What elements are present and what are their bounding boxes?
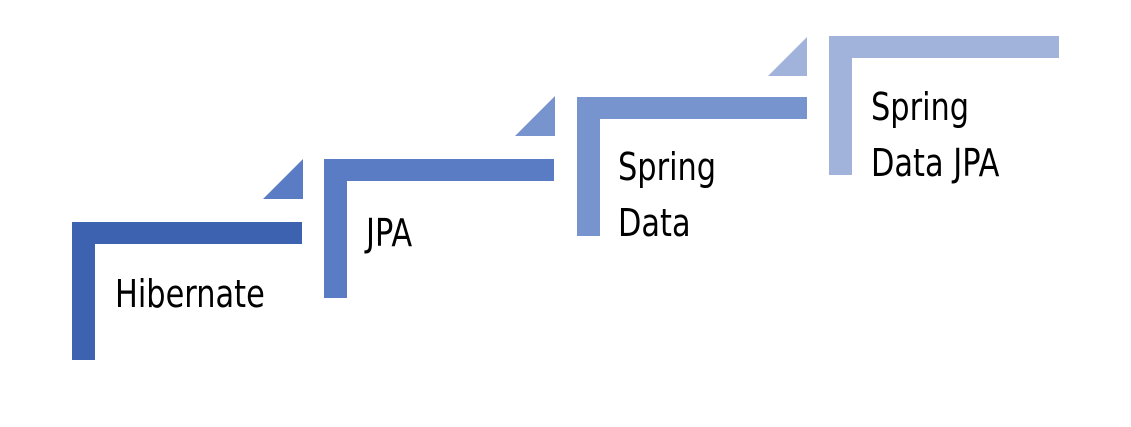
step-arrow-triangle [768,37,807,76]
step-bracket-vertical [324,159,347,298]
step-label: Hibernate [115,272,265,316]
step-bracket-vertical [829,36,852,175]
step-arrow-triangle [515,96,555,136]
step-bracket-horizontal [324,159,554,181]
step-bracket-vertical [72,222,95,360]
step-label: JPA [366,211,413,255]
step-bracket-horizontal [829,36,1059,58]
step-arrow-triangle [263,159,303,199]
step-bracket-horizontal [577,97,807,119]
step-bracket-horizontal [72,222,302,244]
step-bracket-vertical [577,97,600,236]
